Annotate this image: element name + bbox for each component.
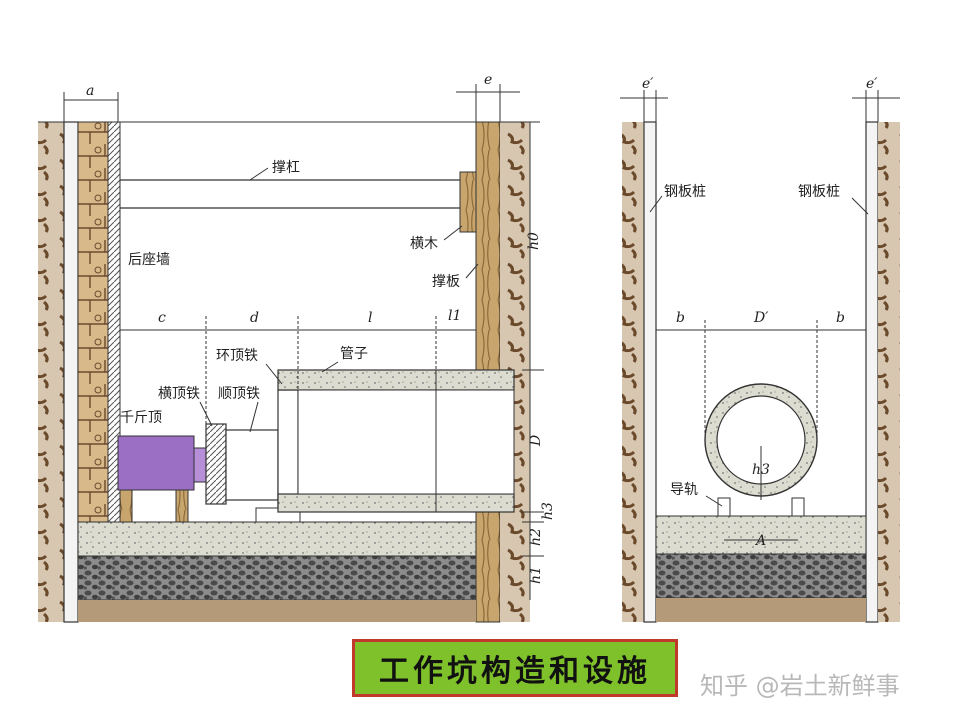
leader-cross-jack-iron: [199, 401, 213, 427]
dim-b-right-label: b: [836, 310, 845, 326]
cross-jack-iron: [205, 423, 227, 505]
right-concrete-base: [655, 515, 867, 555]
dim-d-label: d: [250, 310, 259, 326]
dim-A: A: [724, 533, 798, 549]
cross-timber: [459, 171, 477, 233]
dim-h1-label: h1: [528, 566, 544, 584]
dim-e-prime-left-label: e′: [642, 76, 654, 92]
label-strut: 撑杠: [272, 160, 300, 176]
leader-sheet-pile-left: [649, 195, 663, 213]
label-sheet-pile-right: 钢板桩: [798, 183, 840, 200]
leader-strut: [249, 167, 269, 181]
label-cross-jack-iron: 横顶铁: [158, 386, 200, 402]
label-back-wall: 后座墙: [128, 252, 170, 268]
dim-e-prime-right-label: e′: [866, 76, 878, 92]
leader-support-board: [465, 263, 479, 279]
dim-e: e: [456, 72, 520, 122]
label-cross-timber: 横木: [410, 236, 438, 252]
leader-cross-timber: [443, 225, 463, 241]
watermark: 知乎 @岩土新鲜事: [700, 672, 900, 700]
right-diagram: e′ e′ b D′ b h3 A 钢板桩 钢板桩 导轨: [620, 76, 900, 623]
concrete-base: [77, 521, 477, 557]
ring-jack-iron: [277, 389, 299, 509]
label-long-jack-iron: 顺顶铁: [218, 386, 260, 402]
dim-cdl: c d l l1: [119, 308, 476, 424]
dim-e-label: e: [484, 72, 492, 88]
dim-e-prime-right: e′: [852, 76, 900, 122]
leader-pipe: [321, 361, 339, 373]
back-wall: [77, 121, 109, 523]
dim-h2-label: h2: [528, 528, 544, 546]
label-jack: 千斤顶: [120, 410, 162, 426]
jack-support-right: [175, 489, 189, 523]
left-sheet-wall: [63, 121, 79, 623]
right-right-pile: [865, 121, 879, 623]
gravel-layer: [77, 555, 477, 601]
dim-h3-right-label: h3: [752, 462, 770, 478]
caption-title: 工作坑构造和设施: [379, 654, 651, 689]
dim-vertical: h0 D h3 h2 h1: [522, 122, 556, 600]
dim-A-label: A: [754, 533, 766, 549]
right-left-soil: [622, 122, 644, 622]
dim-c-label: c: [158, 310, 166, 326]
pipe-interior: [297, 389, 515, 495]
leader-ring-jack-iron: [265, 363, 283, 385]
guide-rail-left: [717, 497, 731, 517]
left-soil: [38, 122, 64, 622]
dim-e-prime-left: e′: [620, 76, 668, 122]
label-guide-rail: 导轨: [670, 482, 698, 498]
jack-support-left: [119, 489, 133, 523]
dim-l1-label: l1: [448, 308, 461, 324]
label-support-board: 撑板: [432, 274, 460, 290]
dim-h0-label: h0: [526, 232, 542, 250]
right-left-pile: [643, 121, 657, 623]
leader-long-jack-iron: [249, 401, 259, 433]
leader-guide-rail: [705, 495, 723, 507]
dim-a-label: a: [86, 83, 94, 99]
caption-box: 工作坑构造和设施: [352, 639, 678, 697]
jack-rod: [193, 447, 207, 483]
dim-b-D-prime: b D′ b: [656, 310, 866, 440]
pipe-bottom-wall: [277, 493, 515, 513]
guide-rail-right: [791, 497, 805, 517]
dim-D-prime-label: D′: [753, 310, 769, 326]
leader-sheet-pile-right: [851, 197, 869, 215]
dim-h3-right: h3: [752, 446, 770, 500]
right-gravel: [655, 553, 867, 599]
dim-D-label: D: [528, 435, 544, 447]
bottom-soil: [78, 600, 476, 622]
label-pipe: 管子: [340, 346, 368, 362]
pipe-top-wall: [277, 369, 515, 391]
long-jack-iron: [225, 429, 279, 501]
left-diagram: a e c d l l1 h0 D h3 h2: [38, 72, 556, 623]
dim-h3-label: h3: [540, 502, 556, 520]
dim-a: a: [63, 83, 119, 122]
dim-l-label: l: [368, 310, 372, 326]
right-right-soil: [878, 122, 900, 622]
label-ring-jack-iron: 环顶铁: [216, 348, 258, 364]
label-sheet-pile-left: 钢板桩: [664, 183, 706, 200]
dim-b-left-label: b: [676, 310, 685, 326]
jack-body: [117, 435, 195, 491]
right-bottom-soil: [656, 598, 866, 622]
